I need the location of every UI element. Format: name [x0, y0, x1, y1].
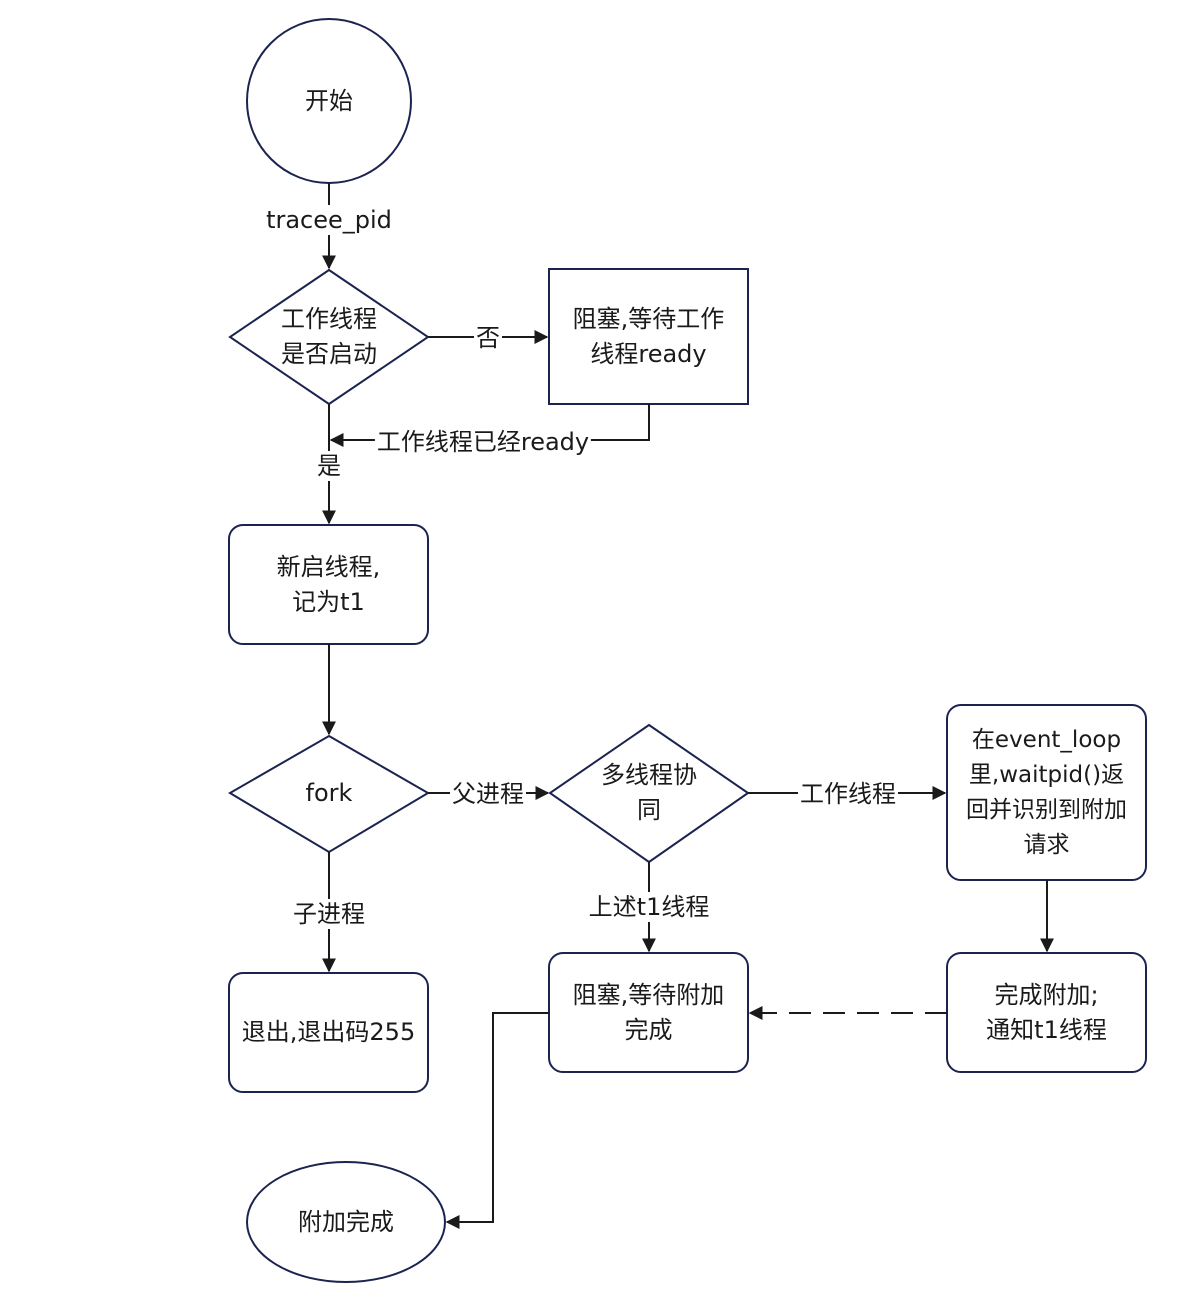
edge-label-child-process: 子进程: [291, 899, 367, 929]
node-wait-attach: 阻塞,等待附加 完成: [572, 980, 725, 1044]
edge-wait-attach-to-end: [445, 1012, 549, 1229]
node-start: 开始: [305, 86, 353, 115]
node-check-worker: 工作线程 是否启动: [281, 305, 377, 368]
edge-label-tracee-pid: tracee_pid: [264, 205, 394, 235]
node-exit-shape: [228, 972, 429, 1093]
node-event-loop: 在event_loop 里,waitpid()返 回并识别到附加 请求: [966, 726, 1127, 858]
node-multi-thread: 多线程协 同: [601, 761, 697, 824]
node-wait-worker-shape: [548, 268, 749, 405]
node-new-thread: 新启线程, 记为t1: [276, 552, 381, 616]
edge-label-parent-process: 父进程: [450, 779, 526, 809]
edge-label-worker-ready: 工作线程已经ready: [374, 427, 592, 457]
node-end-shape: [246, 1161, 446, 1283]
edge-label-yes: 是: [315, 451, 343, 481]
edge-label-t1-thread: 上述t1线程: [586, 892, 712, 922]
edge-label-worker-thread: 工作线程: [798, 779, 898, 809]
node-attach-done-notify: 完成附加; 通知t1线程: [986, 980, 1107, 1044]
node-exit: 退出,退出码255: [241, 1018, 416, 1046]
node-wait-worker: 阻塞,等待工作 线程ready: [572, 304, 725, 368]
edge-label-no: 否: [474, 323, 502, 353]
node-fork: fork: [305, 779, 353, 807]
node-end: 附加完成: [298, 1207, 394, 1236]
